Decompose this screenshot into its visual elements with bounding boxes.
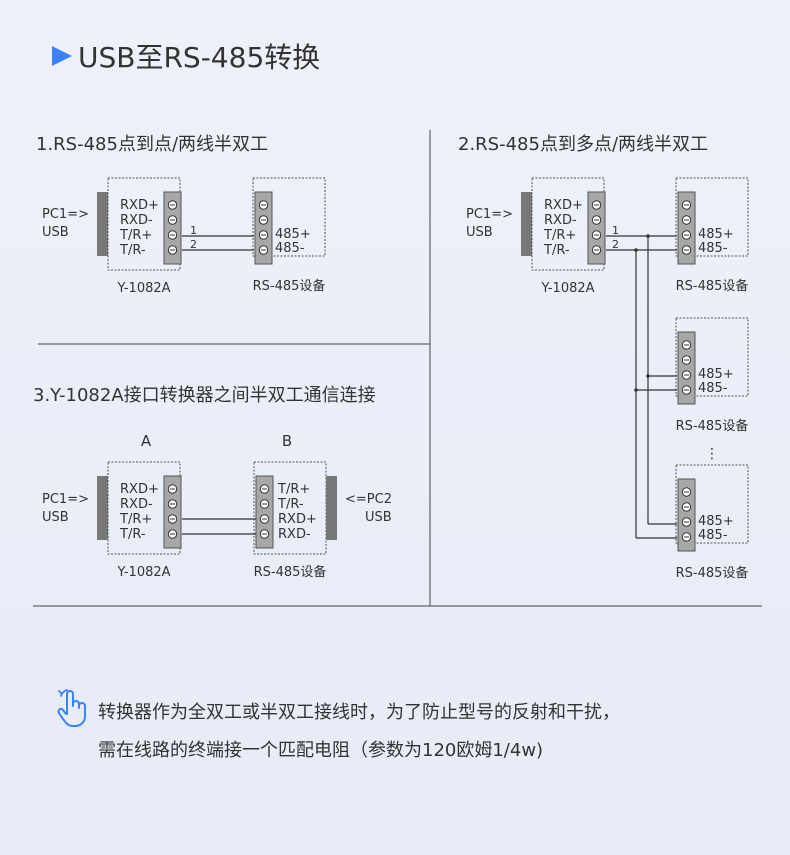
device-b-pin-label: RXD+ [278, 512, 317, 527]
converter-pin-label: T/R+ [119, 512, 152, 527]
wire-label: 1 [190, 224, 197, 237]
usb-port-block [97, 476, 108, 540]
pc1-label: USB [42, 225, 69, 240]
ellipsis: ⋮ [705, 446, 719, 462]
terminal-block [677, 331, 696, 405]
usb-port-block [97, 192, 108, 256]
device-b-pin-label: RXD- [278, 527, 311, 542]
terminal-block [677, 478, 696, 552]
wire-label: 2 [190, 238, 197, 251]
converter-name: Y-1082A [116, 281, 170, 296]
pc2-label: USB [365, 510, 392, 525]
device-pin-label: 485- [698, 241, 728, 256]
play-arrow-icon [52, 46, 72, 66]
device-name: RS-485设备 [254, 564, 327, 580]
device-pin-label: 485+ [698, 367, 734, 382]
pc1-label: USB [42, 510, 69, 525]
device-name: RS-485设备 [676, 565, 749, 581]
page-title-text: USB至RS-485转换 [78, 41, 321, 74]
device-pin-label: 485- [698, 528, 728, 543]
label-a: A [141, 432, 152, 450]
converter-pin-label: T/R- [119, 243, 146, 258]
converter-name: Y-1082A [116, 565, 170, 580]
junction-dot [634, 248, 638, 252]
junction-dot [646, 234, 650, 238]
pc1-label: USB [466, 225, 493, 240]
rs485-device-box [675, 177, 749, 257]
converter-pin-label: T/R+ [119, 228, 152, 243]
terminal-block [587, 191, 606, 265]
terminal-block [677, 191, 696, 265]
page-title: USB至RS-485转换 [52, 36, 320, 76]
note-line-1: 转换器作为全双工或半双工接线时，为了防止型号的反射和干扰， [98, 702, 620, 723]
section-title-3: 3.Y-1082A接口转换器之间半双工通信连接 [33, 385, 376, 406]
converter-pin-label: T/R+ [543, 228, 576, 243]
rs485-device-box [252, 177, 326, 257]
converter-pin-label: RXD- [120, 213, 153, 228]
label-b: B [282, 432, 292, 450]
usb-port-block [521, 192, 532, 256]
converter-pin-label: RXD+ [544, 198, 583, 213]
device-b-pin-label: T/R+ [277, 482, 310, 497]
wire-label: 1 [612, 224, 619, 237]
converter-pin-label: T/R- [119, 527, 146, 542]
device-pin-label: 485- [698, 381, 728, 396]
converter-pin-label: RXD+ [120, 198, 159, 213]
device-pin-label: 485+ [275, 227, 311, 242]
device-b-pin-label: T/R- [277, 497, 304, 512]
hand-pointer-icon [57, 689, 86, 727]
junction-dot [634, 388, 638, 392]
rs485-device-box [675, 317, 749, 397]
pc2-label: <=PC2 [345, 492, 392, 507]
note-line-2: 需在线路的终端接一个匹配电阻（参数为120欧姆1/4w) [98, 740, 544, 761]
terminal-block [255, 475, 274, 549]
pc1-label: PC1=> [42, 492, 89, 507]
section-title-1: 1.RS-485点到点/两线半双工 [36, 134, 268, 155]
terminal-block [163, 191, 182, 265]
device-pin-label: 485- [275, 241, 305, 256]
usb-port-block [326, 476, 337, 540]
converter-name: Y-1082A [540, 281, 594, 296]
converter-pin-label: RXD- [120, 497, 153, 512]
junction-dot [646, 374, 650, 378]
converter-pin-label: RXD+ [120, 482, 159, 497]
s3-converter-box [107, 461, 181, 555]
pc1-label: PC1=> [42, 207, 89, 222]
converter-pin-label: RXD- [544, 213, 577, 228]
device-name: RS-485设备 [676, 278, 749, 294]
device-pin-label: 485+ [698, 227, 734, 242]
s1-converter-box [107, 177, 181, 271]
terminal-block [163, 475, 182, 549]
s3-device-b-box [253, 461, 327, 555]
section-title-2: 2.RS-485点到多点/两线半双工 [458, 134, 708, 155]
terminal-block [254, 191, 273, 265]
wire-label: 2 [612, 238, 619, 251]
pc1-label: PC1=> [466, 207, 513, 222]
device-pin-label: 485+ [698, 514, 734, 529]
s2-converter-box [531, 177, 605, 271]
rs485-device-box [675, 464, 749, 544]
converter-pin-label: T/R- [543, 243, 570, 258]
device-name: RS-485设备 [253, 278, 326, 294]
device-name: RS-485设备 [676, 418, 749, 434]
